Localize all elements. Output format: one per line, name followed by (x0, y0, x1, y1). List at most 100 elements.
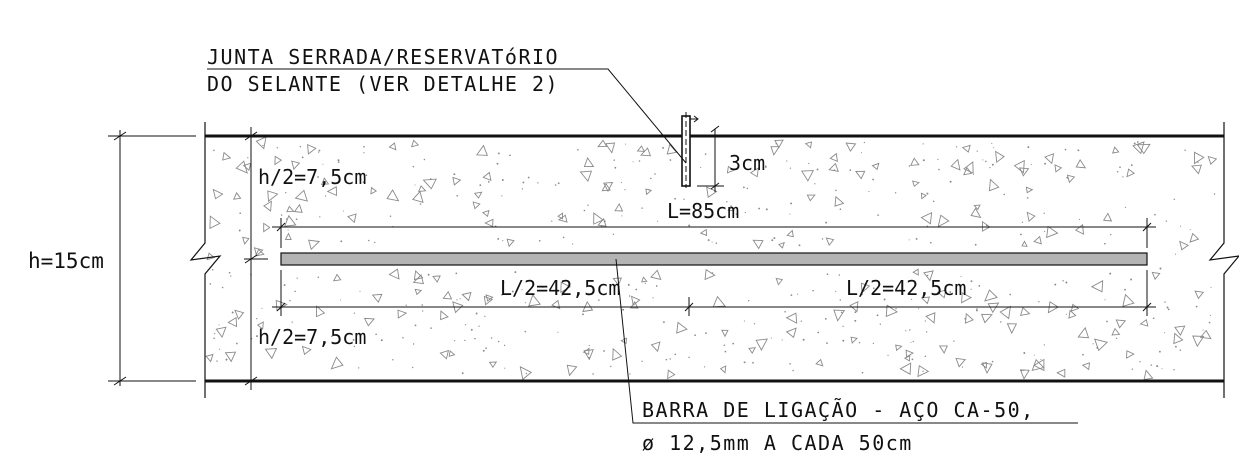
aggregate-dot (838, 274, 841, 276)
aggregate-dot (1030, 163, 1032, 166)
aggregate-triangle (1033, 235, 1042, 245)
aggregate-dot (790, 294, 793, 296)
aggregate-dot (1027, 146, 1030, 149)
aggregate-dot (1122, 176, 1124, 178)
aggregate-dot (638, 160, 641, 162)
aggregate-dot (501, 179, 504, 181)
aggregate-triangle (1025, 186, 1034, 194)
aggregate-triangle (1143, 369, 1154, 381)
aggregate-dot (337, 161, 340, 163)
aggregate-triangle (911, 180, 920, 188)
aggregate-dot (412, 165, 415, 168)
aggregate-dot (1180, 225, 1182, 227)
aggregate-triangle (326, 186, 337, 197)
aggregate-dot (873, 287, 875, 290)
aggregate-triangle (1194, 290, 1205, 300)
aggregate-dot (704, 366, 706, 368)
aggregate-dot (970, 280, 973, 283)
aggregate-triangle (386, 189, 400, 202)
aggregate-triangle (845, 142, 857, 152)
aggregate-triangle (388, 142, 397, 151)
aggregate-dot (421, 304, 424, 306)
aggregate-dot (456, 299, 458, 301)
aggregate-triangle (267, 190, 279, 203)
dowel-bar (280, 252, 1148, 266)
aggregate-dot (247, 157, 249, 159)
aggregate-dot (1209, 314, 1211, 316)
aggregate-triangle (961, 144, 971, 153)
aggregate-dot (603, 350, 605, 352)
aggregate-triangle (1081, 362, 1091, 371)
aggregate-dot (908, 165, 911, 167)
aggregate-triangle (307, 143, 317, 155)
aggregate-dot (814, 183, 816, 185)
aggregate-triangle (727, 204, 735, 212)
aggregate-triangle (1192, 335, 1205, 348)
aggregate-triangle (224, 351, 237, 363)
aggregate-dot (731, 168, 733, 170)
aggregate-dot (662, 146, 665, 149)
aggregate-dot (908, 239, 910, 241)
aggregate-dot (792, 369, 794, 372)
half-thickness-dimension (244, 127, 268, 390)
aggregate-dot (1119, 166, 1121, 169)
aggregate-triangle (987, 302, 1000, 314)
aggregate-triangle (923, 270, 934, 282)
aggregate-triangle (912, 268, 919, 276)
aggregate-dot (674, 197, 676, 200)
aggregate-triangle (227, 316, 238, 328)
aggregate-triangle (263, 222, 271, 233)
aggregate-dot (554, 184, 557, 186)
aggregate-dot (363, 152, 365, 154)
aggregate-dot (262, 144, 264, 147)
aggregate-triangle (484, 218, 494, 228)
aggregate-dot (985, 160, 987, 163)
aggregate-dot (752, 361, 754, 364)
aggregate-triangle (1075, 159, 1087, 169)
aggregate-dot (238, 229, 241, 232)
aggregate-dot (551, 220, 553, 222)
aggregate-dot (842, 325, 844, 327)
joint-label-line2: DO SELANTE (VER DETALHE 2) (207, 72, 559, 96)
aggregate-dot (976, 150, 978, 152)
aggregate-triangle (855, 170, 866, 180)
aggregate-dot (478, 325, 480, 327)
aggregate-dot (835, 290, 837, 293)
aggregate-triangle (321, 177, 330, 186)
aggregate-triangle (371, 293, 383, 303)
aggregate-triangle (614, 202, 624, 212)
aggregate-dot (1156, 365, 1159, 368)
slab-outline (189, 122, 1239, 398)
aggregate-triangle (829, 152, 838, 163)
aggregate-dot (221, 286, 224, 289)
aggregate-triangle (1190, 164, 1202, 175)
aggregate-dot (524, 302, 526, 304)
aggregate-dot (657, 220, 659, 222)
aggregate-triangle (1021, 240, 1028, 247)
aggregate-dot (1115, 337, 1118, 340)
aggregate-dot (412, 343, 415, 345)
aggregate-dot (256, 317, 258, 320)
aggregate-dot (1166, 306, 1169, 309)
aggregate-dot (620, 182, 622, 184)
aggregate-triangle (519, 365, 533, 381)
aggregate-triangle (222, 151, 232, 161)
aggregate-triangle (920, 296, 931, 305)
aggregate-dot (502, 281, 505, 284)
aggregate-dot (1165, 220, 1168, 222)
aggregate-dot (861, 293, 863, 296)
aggregate-triangle (984, 289, 998, 302)
aggregate-dot (603, 220, 606, 223)
aggregate-dot (365, 174, 368, 177)
aggregate-dot (285, 218, 288, 220)
aggregate-triangle (636, 145, 646, 152)
aggregate-triangle (209, 215, 221, 230)
aggregate-dot (614, 166, 617, 169)
aggregate-dot (842, 339, 845, 342)
aggregate-triangle (1056, 368, 1066, 378)
aggregate-dot (496, 162, 499, 165)
aggregate-triangle (604, 142, 616, 154)
aggregate-dot (524, 330, 527, 333)
aggregate-triangle (755, 338, 768, 351)
aggregate-triangle (981, 220, 991, 232)
